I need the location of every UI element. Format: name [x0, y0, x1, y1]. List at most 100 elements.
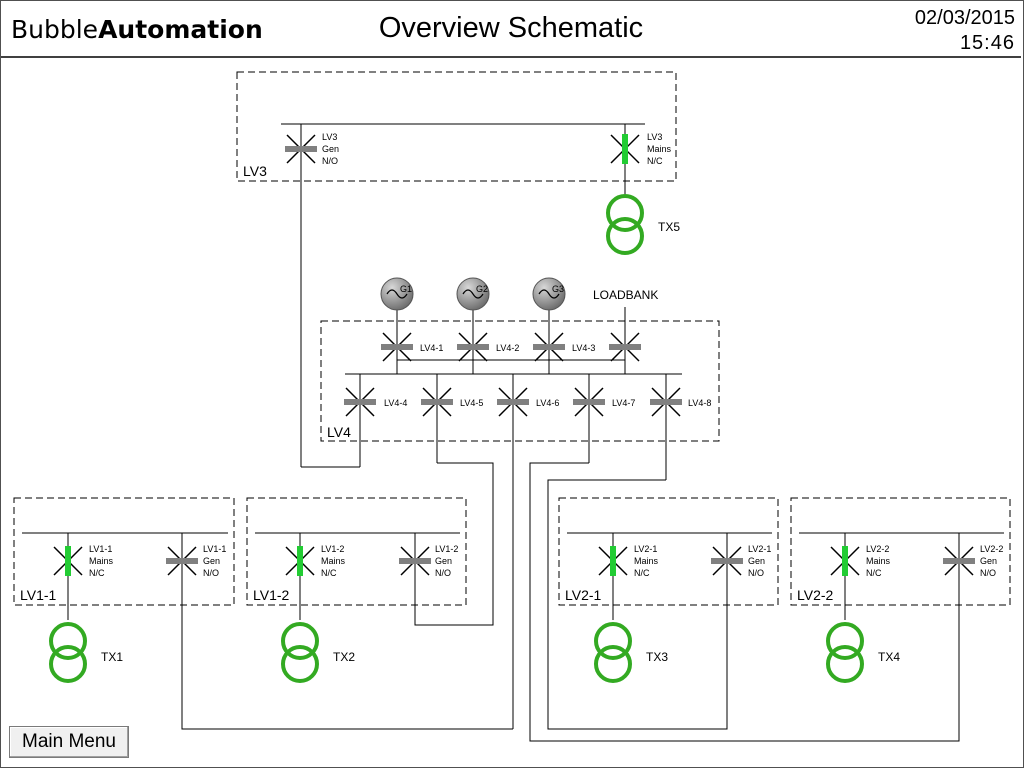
breaker-open-indicator: [533, 344, 565, 350]
transformer-tx2[interactable]: TX2: [281, 622, 355, 683]
breaker-closed-indicator: [842, 546, 848, 576]
breaker-label: LV1-2: [321, 544, 344, 554]
breaker-label: Gen: [435, 556, 452, 566]
breaker-label: Gen: [203, 556, 220, 566]
breaker-label: LV4-8: [688, 398, 711, 408]
transformer-winding-icon: [49, 645, 87, 683]
main-menu-button[interactable]: Main Menu: [9, 726, 129, 758]
time-display: 15:46: [959, 32, 1015, 54]
transformer-label: TX1: [101, 650, 123, 664]
panel-lv2-1-box: [558, 497, 779, 606]
breaker-label: Mains: [866, 556, 891, 566]
breaker-label: LV1-1: [203, 544, 226, 554]
breaker-closed-indicator: [65, 546, 71, 576]
breaker-open-indicator: [166, 558, 198, 564]
svg-text:G3: G3: [552, 284, 564, 294]
breaker-label: N/C: [321, 568, 337, 578]
breaker-label: Gen: [980, 556, 997, 566]
transformer-label: TX2: [333, 650, 355, 664]
breaker-label: LV3: [322, 132, 337, 142]
breaker-lv4-2[interactable]: LV4-2: [457, 332, 519, 362]
generator-g1[interactable]: G1: [380, 277, 414, 311]
breaker-label: N/C: [647, 156, 663, 166]
transformer-tx1[interactable]: TX1: [49, 622, 123, 683]
panel-label-lv4: LV4: [327, 424, 351, 440]
svg-text:G2: G2: [476, 284, 488, 294]
breaker-open-indicator: [711, 558, 743, 564]
page-title: Overview Schematic: [378, 12, 644, 44]
breaker-label: LV3: [647, 132, 662, 142]
breaker-label: LV4-3: [572, 343, 595, 353]
transformer-tx3[interactable]: TX3: [594, 622, 668, 683]
breaker-open-indicator: [497, 399, 529, 405]
transformer-winding-icon: [826, 645, 864, 683]
breaker-lv4-6[interactable]: LV4-6: [497, 387, 559, 417]
transformer-winding-icon: [606, 217, 644, 255]
panel-lv4-box: [320, 320, 720, 442]
breaker-label: LV2-1: [748, 544, 771, 554]
breaker-label: LV1-2: [435, 544, 458, 554]
breaker-label: Mains: [647, 144, 672, 154]
breaker-open-indicator: [381, 344, 413, 350]
breaker-label: LV4-6: [536, 398, 559, 408]
breaker-label: N/O: [322, 156, 338, 166]
panel-label-lv3: LV3: [243, 163, 267, 179]
breaker-lv4-4[interactable]: LV4-4: [344, 387, 407, 417]
breaker-label: Mains: [89, 556, 114, 566]
transformer-tx5[interactable]: TX5: [606, 194, 680, 255]
breaker-lv4-8[interactable]: LV4-8: [650, 387, 711, 417]
breaker-label: LV2-2: [866, 544, 889, 554]
breaker-label: LV4-5: [460, 398, 483, 408]
breaker-lv4-5[interactable]: LV4-5: [421, 387, 483, 417]
panel-label-lv1-1: LV1-1: [20, 587, 57, 603]
transformer-tx4[interactable]: TX4: [826, 622, 900, 683]
panel-lv2-2-box: [790, 497, 1011, 606]
breaker-label: LV4-1: [420, 343, 443, 353]
breaker-open-indicator: [344, 399, 376, 405]
breaker-closed-indicator: [297, 546, 303, 576]
breaker-label: LV2-1: [634, 544, 657, 554]
transformer-winding-icon: [281, 622, 319, 660]
breaker-label: N/O: [203, 568, 219, 578]
panel-lv1-1-box: [13, 497, 235, 606]
loadbank-label: LOADBANK: [593, 288, 658, 302]
transformer-winding-icon: [606, 194, 644, 232]
breaker-open-indicator: [399, 558, 431, 564]
breaker-open-indicator: [573, 399, 605, 405]
breaker-label: LV2-2: [980, 544, 1003, 554]
transformer-winding-icon: [281, 645, 319, 683]
breaker-lv4-1[interactable]: LV4-1: [381, 332, 443, 362]
breaker-label: N/C: [866, 568, 882, 578]
breaker-lv4-3[interactable]: LV4-3: [533, 332, 595, 362]
breaker-open-indicator: [421, 399, 453, 405]
breaker-label: N/C: [89, 568, 105, 578]
transformer-label: TX5: [658, 220, 680, 234]
generator-g2[interactable]: G2: [456, 277, 490, 311]
brand-logo: BubbleAutomation: [11, 15, 263, 44]
breaker-label: Mains: [634, 556, 659, 566]
breaker-open-indicator: [285, 146, 317, 152]
breaker-label: LV4-2: [496, 343, 519, 353]
breaker-label: N/O: [980, 568, 996, 578]
breaker-label: Gen: [322, 144, 339, 154]
breaker-label: N/O: [748, 568, 764, 578]
transformer-label: TX3: [646, 650, 668, 664]
panel-label-lv1-2: LV1-2: [253, 587, 290, 603]
generator-g3[interactable]: G3: [532, 277, 566, 311]
breaker-label: N/C: [634, 568, 650, 578]
breaker-lv4-loadbank[interactable]: [609, 332, 641, 362]
transformer-winding-icon: [594, 622, 632, 660]
breaker-lv4-7[interactable]: LV4-7: [573, 387, 635, 417]
